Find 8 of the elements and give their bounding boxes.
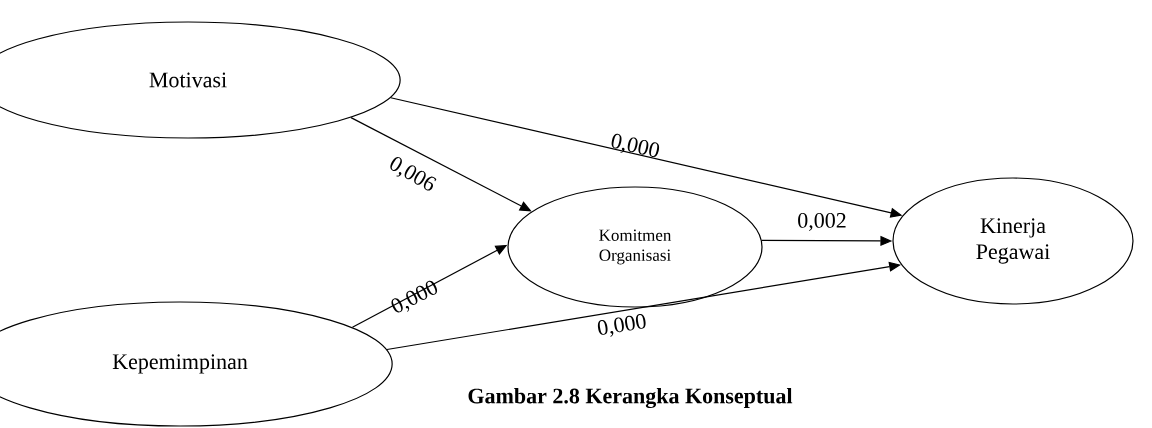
ellipse-node: Komitmen Organisasi	[507, 186, 763, 308]
edge-label: 0,002	[798, 213, 846, 231]
edge-label: 0,006	[390, 156, 437, 191]
caption: Gambar 2.8 Kerangka Konseptual	[468, 387, 793, 409]
edge-label: 0,000	[611, 133, 660, 158]
ellipse-node: Kinerja Pegawai	[892, 177, 1134, 305]
edge-label: 0,000	[391, 280, 438, 313]
edge-label: 0,000	[597, 314, 646, 337]
